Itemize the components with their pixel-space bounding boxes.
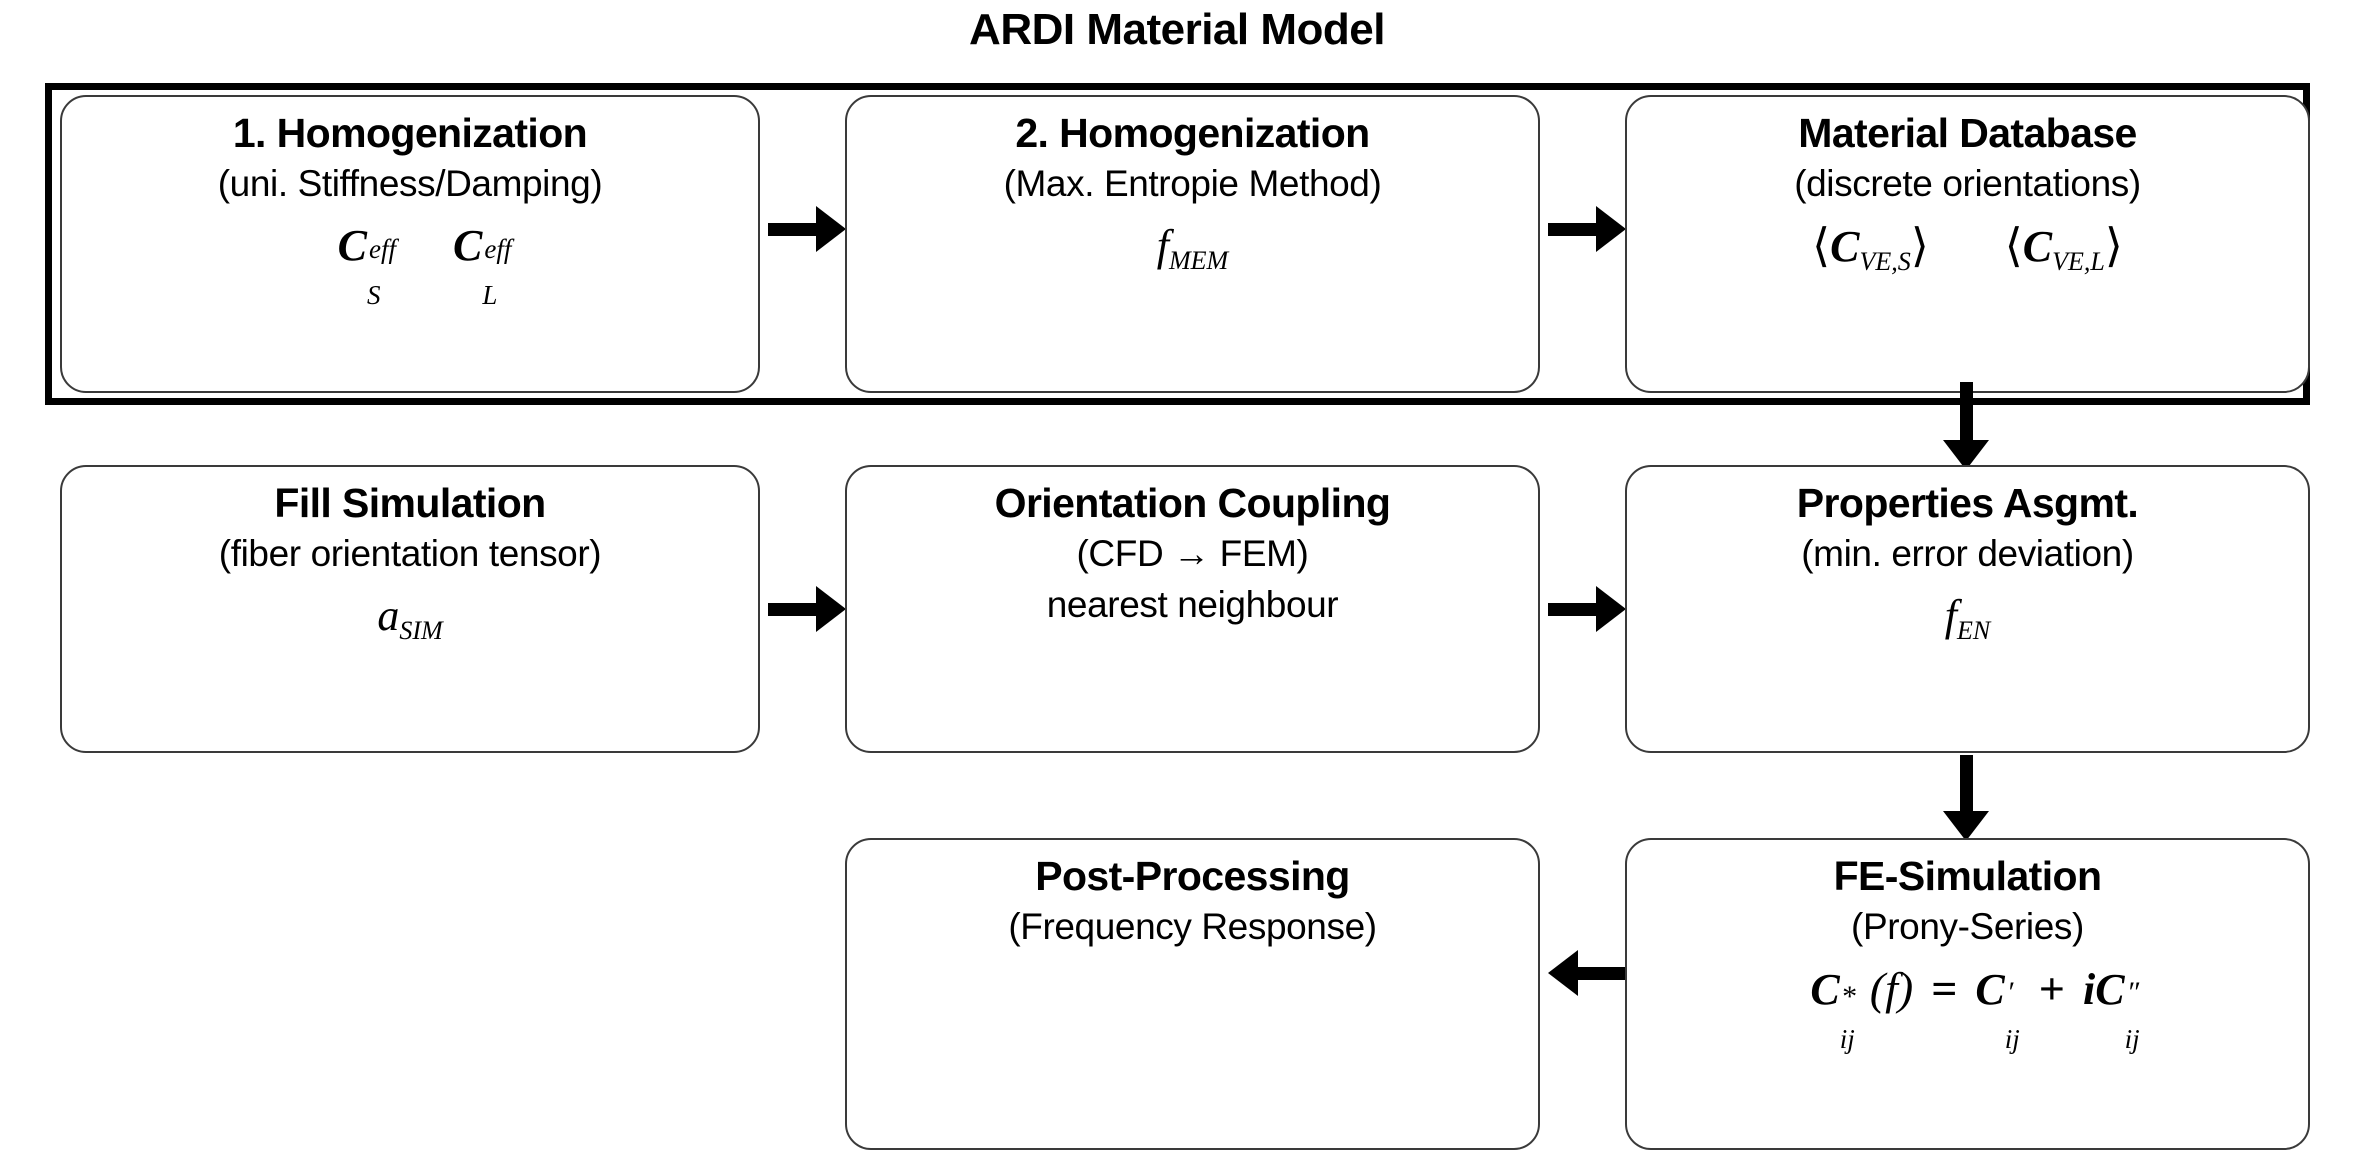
node-subtitle: (min. error deviation) <box>1801 533 2134 574</box>
symbol-f-en: fEN <box>1945 587 1991 646</box>
node-subtitle: (fiber orientation tensor) <box>218 533 602 574</box>
arrow-homogenization2-to-material-database <box>1548 206 1626 252</box>
symbol-c-prime-ij: C′ ij <box>1975 960 2019 1054</box>
symbol-base: f <box>1156 221 1169 270</box>
node-subtitle-2: nearest neighbour <box>1046 584 1339 625</box>
arrow-head <box>1943 811 1989 841</box>
symbol-equals: = <box>1931 963 1958 1014</box>
arrow-fe-simulation-to-post-processing <box>1548 950 1626 996</box>
symbol-subscript: L <box>482 280 498 310</box>
angle-bracket-close: ⟩ <box>1910 220 1929 271</box>
symbol-plus: + <box>2038 963 2065 1014</box>
symbol-base: C <box>1830 222 1860 271</box>
node-formula: ⟨CVE,S⟩ ⟨CVE,L⟩ <box>1627 217 2308 277</box>
node-post-processing[interactable]: Post-Processing (Frequency Response) <box>845 838 1540 1150</box>
symbol-base: C <box>1810 965 1840 1014</box>
symbol-subscript: SIM <box>399 616 443 646</box>
node-title: Post-Processing <box>1035 853 1350 899</box>
node-material-database[interactable]: Material Database (discrete orientations… <box>1625 95 2310 393</box>
symbol-a-sim: aSIM <box>377 587 442 646</box>
symbol-base: f <box>1944 591 1957 640</box>
symbol-imaginary-unit: i <box>2082 965 2096 1014</box>
node-properties-assignment[interactable]: Properties Asgmt. (min. error deviation)… <box>1625 465 2310 753</box>
node-subtitle: (uni. Stiffness/Damping) <box>217 163 603 204</box>
arrow-shaft <box>1548 223 1598 236</box>
arrow-head <box>1596 586 1626 632</box>
arrow-head <box>816 206 846 252</box>
node-subtitle: (Max. Entropie Method) <box>1003 163 1382 204</box>
node-formula: fEN <box>1627 587 2308 646</box>
symbol-subscript: VE,S <box>1859 247 1911 277</box>
node-title: 1. Homogenization <box>232 110 588 156</box>
symbol-subscript: VE,L <box>2052 247 2105 277</box>
symbol-superscript: * <box>1840 980 1856 1013</box>
symbol-superscript: ″ <box>2126 976 2140 1009</box>
node-fe-simulation[interactable]: FE-Simulation (Prony-Series) C*ij (f) = … <box>1625 838 2310 1150</box>
symbol-base: C <box>2022 222 2053 271</box>
node-fill-simulation[interactable]: Fill Simulation (fiber orientation tenso… <box>60 465 760 753</box>
node-subtitle: (CFD → FEM) <box>1076 533 1309 574</box>
arrow-shaft <box>1960 755 1973 815</box>
arrow-shaft <box>768 603 818 616</box>
arrow-orientation-coupling-to-properties-assignment <box>1548 586 1626 632</box>
page-title: ARDI Material Model <box>969 5 1385 54</box>
symbol-base: C <box>2095 965 2125 1014</box>
arrow-shaft <box>1548 603 1598 616</box>
node-formula: aSIM <box>62 587 758 646</box>
arrow-shaft <box>1960 382 1973 444</box>
node-subtitle: (Frequency Response) <box>1008 906 1377 947</box>
symbol-base: C <box>337 221 367 270</box>
symbol-subscript: ij <box>1839 1024 1855 1054</box>
symbol-base: a <box>377 591 400 640</box>
node-title: FE-Simulation <box>1833 853 2102 899</box>
symbol-c-ve-l: ⟨CVE,L⟩ <box>2005 217 2123 277</box>
symbol-c-star-ij: C* ij <box>1810 960 1855 1054</box>
node-homogenization-2[interactable]: 2. Homogenization (Max. Entropie Method)… <box>845 95 1540 393</box>
symbol-i-c-doubleprime-ij: iC″ ij <box>2082 960 2140 1054</box>
angle-bracket-close: ⟩ <box>2104 220 2123 271</box>
arrow-material-database-to-properties-assignment <box>1943 382 1989 470</box>
node-orientation-coupling[interactable]: Orientation Coupling (CFD → FEM) nearest… <box>845 465 1540 753</box>
symbol-base: C <box>1975 965 2005 1014</box>
symbol-subscript: S <box>367 280 381 310</box>
node-title: Properties Asgmt. <box>1796 480 2139 526</box>
symbol-f-mem: fMEM <box>1157 217 1229 276</box>
arrow-head <box>1548 950 1578 996</box>
angle-bracket-open: ⟨ <box>2004 220 2023 271</box>
symbol-base: C <box>453 221 483 270</box>
arrow-homogenization1-to-homogenization2 <box>768 206 846 252</box>
symbol-superscript: ′ <box>2006 976 2014 1009</box>
arrow-head <box>816 586 846 632</box>
node-homogenization-1[interactable]: 1. Homogenization (uni. Stiffness/Dampin… <box>60 95 760 393</box>
node-title: Orientation Coupling <box>994 480 1391 526</box>
symbol-subscript: EN <box>1956 616 1991 646</box>
symbol-superscript: eff <box>369 234 396 264</box>
angle-bracket-open: ⟨ <box>1812 220 1831 271</box>
node-title: Material Database <box>1798 110 2137 156</box>
symbol-frequency-arg: (f) <box>1869 963 1914 1014</box>
node-title: 2. Homogenization <box>1015 110 1370 156</box>
arrow-fill-simulation-to-orientation-coupling <box>768 586 846 632</box>
node-subtitle: (discrete orientations) <box>1794 163 2141 204</box>
symbol-subscript: MEM <box>1168 246 1229 276</box>
node-formula: C*ij (f) = C′ij + iC″ij <box>1627 960 2308 1054</box>
symbol-c-ve-s: ⟨CVE,S⟩ <box>1812 217 1929 277</box>
node-title: Fill Simulation <box>274 480 546 526</box>
arrow-shaft <box>1576 967 1626 980</box>
node-subtitle: (Prony-Series) <box>1851 906 2084 947</box>
symbol-superscript: eff <box>484 234 512 264</box>
arrow-head <box>1596 206 1626 252</box>
arrow-shaft <box>768 223 818 236</box>
symbol-subscript: ij <box>2004 1024 2020 1054</box>
symbol-subscript: ij <box>2124 1024 2140 1054</box>
arrow-properties-assignment-to-fe-simulation <box>1943 755 1989 841</box>
node-formula: fMEM <box>847 217 1538 276</box>
